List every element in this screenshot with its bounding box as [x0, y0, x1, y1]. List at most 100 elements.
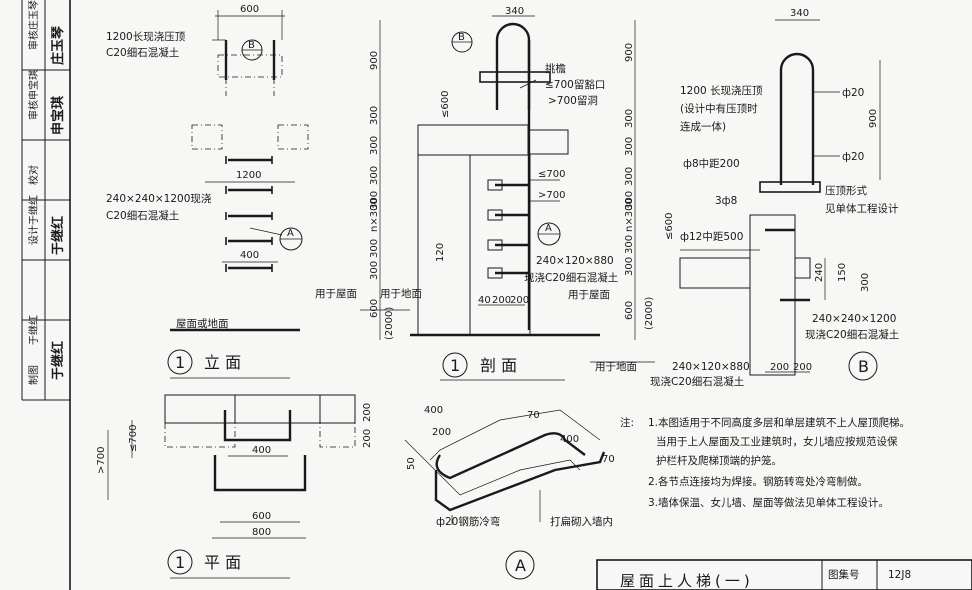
deta-dim-200: 200	[432, 427, 451, 438]
detb-label-phi12: ф12中距500	[680, 230, 743, 243]
sect-dim-120: 120	[435, 243, 446, 262]
detb-label-coping-form-2: 见单体工程设计	[825, 202, 899, 215]
detb-label-embed-2: 现浇C20细石混凝土	[805, 328, 899, 341]
elev-title: 立 面	[204, 353, 241, 372]
deta-dim-70a: 70	[527, 410, 540, 421]
detb-label-coping-1: 1200 长现浇压顶	[680, 84, 763, 97]
notes-heading: 注:	[620, 416, 634, 429]
sect-label-ground: 用于地面	[380, 287, 422, 300]
sidebar-signature-1: 庄玉琴	[50, 25, 66, 65]
sect-dim-2000-left: (2000)	[384, 307, 395, 340]
deta-marker: A	[515, 556, 526, 575]
section-rungs	[487, 179, 529, 279]
elev-right-dim: 300	[369, 166, 380, 185]
detb-label-embed-4: 现浇C20细石混凝土	[650, 375, 744, 388]
plan-dim-le700: ≤700	[128, 425, 139, 452]
sect-label-embed-2: 现浇C20细石混凝土	[524, 271, 618, 284]
detb-label-3phi8: 3ф8	[715, 195, 737, 207]
elev-right-dim: 300	[369, 106, 380, 125]
sect-title-num: 1	[450, 356, 460, 375]
sidebar-signature-5: 于继红	[50, 341, 66, 380]
deta-dim-400a: 400	[424, 405, 443, 416]
note-line: 2.各节点连接均为焊接。钢筋转弯处冷弯制做。	[648, 475, 868, 488]
sect-right-dim: 300	[624, 235, 635, 254]
title-block: 屋面上人梯(一) 图集号 12J8	[596, 559, 972, 590]
detb-label-embed-1: 240×240×1200	[812, 313, 896, 325]
detb-label-coping-form-1: 压顶形式	[825, 184, 867, 197]
sidebar-name-1: 庄玉琴	[27, 0, 40, 30]
elev-dim-1200: 1200	[236, 170, 261, 181]
detb-label-phi8: ф8中距200	[683, 157, 740, 170]
elevation-dims-right: 900 300 300 300 300 n×300 300 300 600	[369, 51, 380, 318]
elev-marker-a: A	[287, 228, 294, 239]
elev-dim-600: 600	[240, 4, 259, 15]
sidebar-role-2: 审核	[27, 100, 40, 120]
sidebar-role-1: 审核	[27, 30, 40, 50]
sect-right-dim: 300	[624, 137, 635, 156]
deta-dim-400b: 400	[560, 434, 579, 445]
detail-a-view: 400 200 400 70 70 50 ф20钢筋冷弯 打扁砌入墙内 A	[404, 405, 615, 580]
sect-dim-200b: 200	[510, 295, 529, 306]
plan-title-num: 1	[175, 553, 185, 572]
sidebar-role-3: 校对	[27, 165, 40, 185]
sidebar-role-5: 制图	[27, 365, 40, 385]
plan-dim-600: 600	[252, 511, 271, 522]
sect-dim-le600: ≤600	[440, 91, 451, 118]
elev-right-dim: 300	[369, 239, 380, 258]
elev-label-ground: 屋面或地面	[176, 317, 229, 330]
sidebar-name-5: 于继红	[27, 315, 40, 345]
sect-dim-40: 40	[478, 295, 491, 306]
elev-right-dim: 900	[369, 51, 380, 70]
deta-dim-70b: 70	[602, 454, 615, 465]
elev-right-dim: n×300	[369, 198, 380, 232]
detb-dim-240: 240	[814, 263, 825, 282]
elev-marker-b: B	[248, 40, 255, 51]
sect-marker-a: A	[545, 223, 552, 234]
note-line: 1.本图适用于不同高度多层和单层建筑不上人屋顶爬梯。	[648, 416, 910, 429]
notes-block: 注: 1.本图适用于不同高度多层和单层建筑不上人屋顶爬梯。 当用于上人屋面及工业…	[620, 416, 910, 509]
detb-dim-300: 300	[860, 273, 871, 292]
elev-dim-400: 400	[240, 250, 259, 261]
detb-dim-le600: ≤600	[664, 213, 675, 240]
note-line: 3.墙体保温、女儿墙、屋面等做法见单体工程设计。	[648, 496, 889, 509]
detb-dim-340: 340	[790, 8, 809, 19]
plan-dim-200a: 200	[362, 403, 373, 422]
note-line: 护栏杆及爬梯顶端的护笼。	[656, 454, 782, 467]
titleblock-title: 屋面上人梯(一)	[620, 572, 754, 590]
elev-title-num: 1	[175, 353, 185, 372]
detb-dim-150: 150	[837, 263, 848, 282]
sect-right-dim: 300	[624, 109, 635, 128]
section-dims-right: 900 300 300 300 300 n×300 300 300	[624, 43, 635, 276]
sect-dim-200a: 200	[492, 295, 511, 306]
plan-dim-gt700: >700	[96, 447, 107, 474]
deta-dim-50: 50	[406, 457, 417, 470]
sect-right-dim: n×300	[624, 198, 635, 232]
detail-b-view: 340 1200 长现浇压顶 (设计中有压顶时 连成一体) ф8中距200 3ф…	[650, 8, 899, 388]
sect-right-dim: 900	[624, 43, 635, 62]
elev-right-dim: 300	[369, 261, 380, 280]
sect-dim-gt700: >700	[538, 190, 565, 201]
sect-label-ground-2: 用于地面	[595, 360, 637, 373]
sidebar: 审核 庄玉琴 庄玉琴 审核 申宝琪 申宝琪 校对 设计 于继红 于继红 制图 于…	[22, 0, 70, 385]
detb-marker: B	[858, 357, 869, 376]
section-view: 340 挑檐 ≤700留豁口 >700留洞 ≤600 ≤700 >700	[315, 6, 655, 381]
sect-title: 剖 面	[480, 356, 517, 375]
sidebar-signature-4: 于继红	[50, 216, 66, 255]
sect-right-dim: 300	[624, 257, 635, 276]
elevation-rungs	[225, 156, 273, 272]
detb-label-phi20b: ф20	[842, 151, 864, 163]
plan-view: 200 200 ≤700 >700 400 600 800 1 平 面	[96, 394, 373, 579]
sect-dim-2000-right: (2000)	[644, 297, 655, 330]
sect-label-embed-1: 240×120×880	[536, 255, 614, 267]
sect-marker-b: B	[458, 32, 465, 43]
sect-label-roof-2: 用于屋面	[568, 289, 610, 301]
note-line: 当用于上人屋面及工业建筑时，女儿墙应按规范设保	[656, 435, 898, 448]
deta-label-wall: 打扁砌入墙内	[550, 515, 613, 528]
elev-label-mid-1: 240×240×1200现浇	[106, 192, 211, 205]
plan-title: 平 面	[204, 553, 241, 572]
titleblock-atlas-label: 图集号	[828, 568, 860, 581]
elev-label-coping-2: C20细石混凝土	[106, 46, 179, 59]
detb-dim-200a: 200	[770, 362, 789, 373]
sect-label-roof: 用于屋面	[315, 288, 357, 300]
